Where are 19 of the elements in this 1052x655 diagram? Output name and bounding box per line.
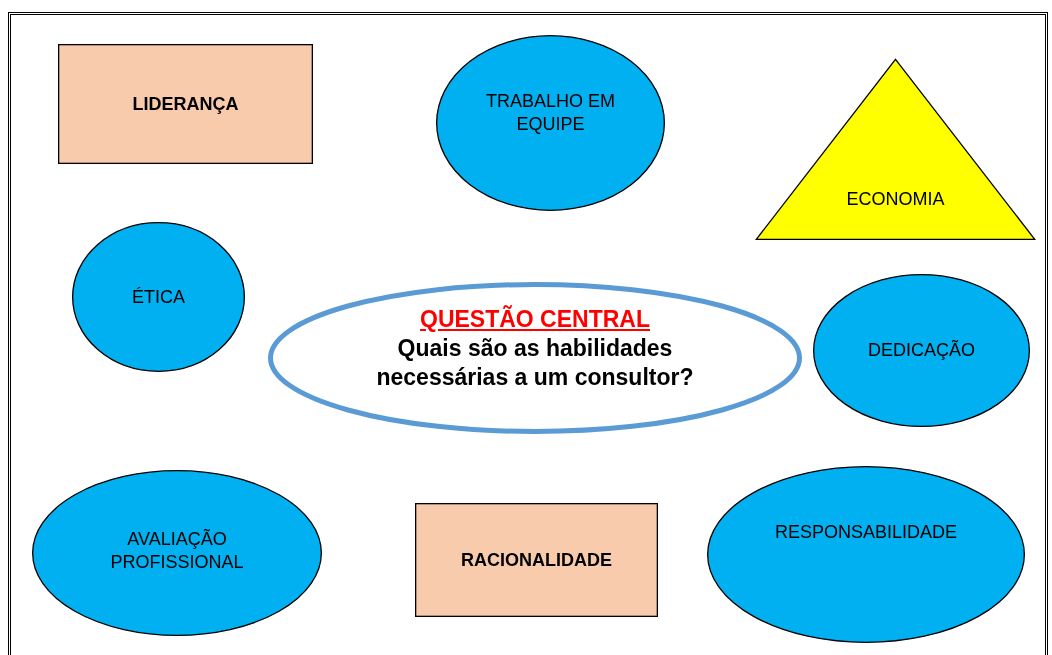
node-label: ÉTICA — [132, 285, 185, 309]
question-heading: QUESTÃO CENTRAL — [420, 304, 650, 334]
rectangle-box — [58, 44, 313, 164]
triangle-node — [755, 58, 1036, 240]
ellipse-node — [72, 222, 245, 372]
node-label: AVALIAÇÃO PROFISSIONAL — [109, 528, 245, 574]
node-label: TRABALHO EM EQUIPE — [485, 90, 616, 136]
node-label: ECONOMIA — [846, 187, 945, 211]
node-label: RACIONALIDADE — [461, 548, 612, 572]
ellipse-node — [813, 274, 1030, 427]
node-label: LIDERANÇA — [132, 92, 239, 116]
ellipse-node — [707, 466, 1025, 643]
ellipse-node — [436, 35, 665, 211]
ellipse-node — [32, 470, 322, 636]
question-text: Quais são as habilidades necessárias a um consultor? — [375, 333, 695, 392]
central-question-ellipse — [268, 282, 802, 434]
node-label: RESPONSABILIDADE — [774, 521, 958, 544]
node-label: DEDICAÇÃO — [868, 339, 975, 362]
rectangle-box — [415, 503, 658, 617]
